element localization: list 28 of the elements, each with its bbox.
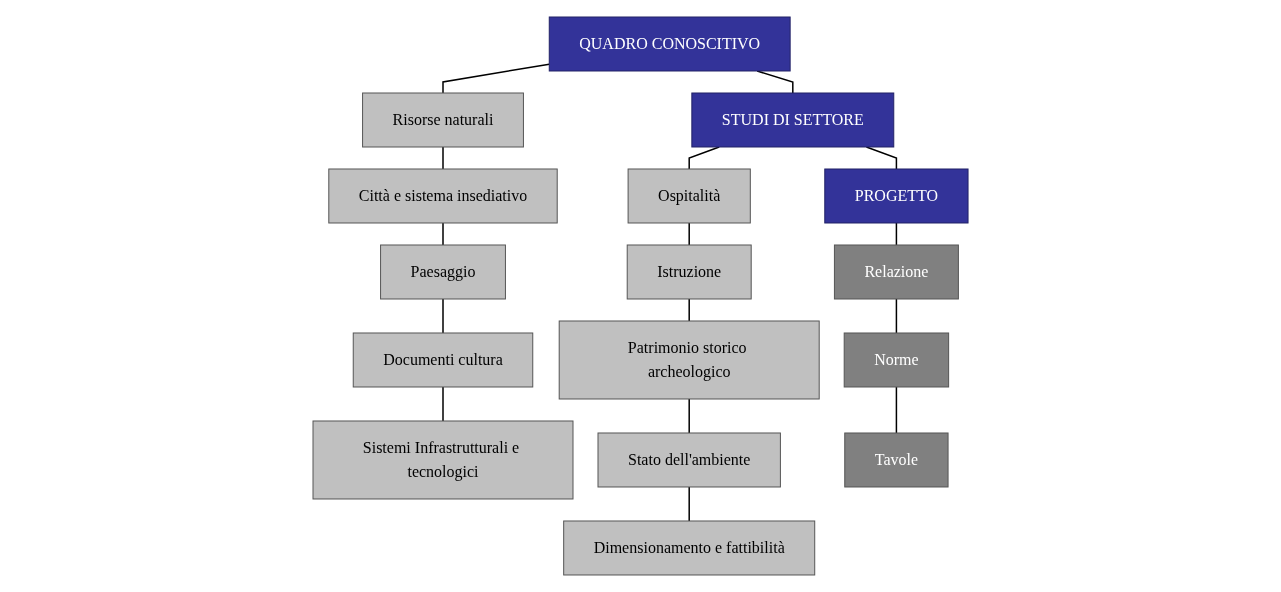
connector <box>442 146 444 170</box>
connector <box>442 63 550 94</box>
node-box: Tavole <box>844 432 949 488</box>
connector <box>442 222 444 246</box>
node-box: Stato dell'ambiente <box>597 432 781 488</box>
connector <box>442 386 444 422</box>
connector <box>688 298 690 322</box>
node-box: PROGETTO <box>824 168 969 224</box>
connector <box>688 486 690 522</box>
node-box: Relazione <box>833 244 959 300</box>
node-box: Paesaggio <box>380 244 506 300</box>
node-box: Documenti cultura <box>352 332 534 388</box>
node-box: Città e sistema insediativo <box>328 168 558 224</box>
node-box: Norme <box>843 332 950 388</box>
connector <box>688 398 690 434</box>
connector <box>895 222 898 246</box>
node-box: Sistemi Infrastrutturali e tecnologici <box>312 420 574 500</box>
node-box: Risorse naturali <box>362 92 524 148</box>
node-box: STUDI DI SETTORE <box>691 92 895 148</box>
connector <box>688 222 690 246</box>
connector <box>442 298 444 334</box>
node-box: Ospitalità <box>627 168 751 224</box>
node-box: QUADRO CONOSCITIVO <box>548 16 791 72</box>
connector <box>895 386 898 434</box>
connector <box>895 298 898 334</box>
node-box: Istruzione <box>626 244 752 300</box>
node-box: Patrimonio storico archeologico <box>558 320 820 400</box>
node-box: Dimensionamento e fattibilità <box>563 520 816 576</box>
